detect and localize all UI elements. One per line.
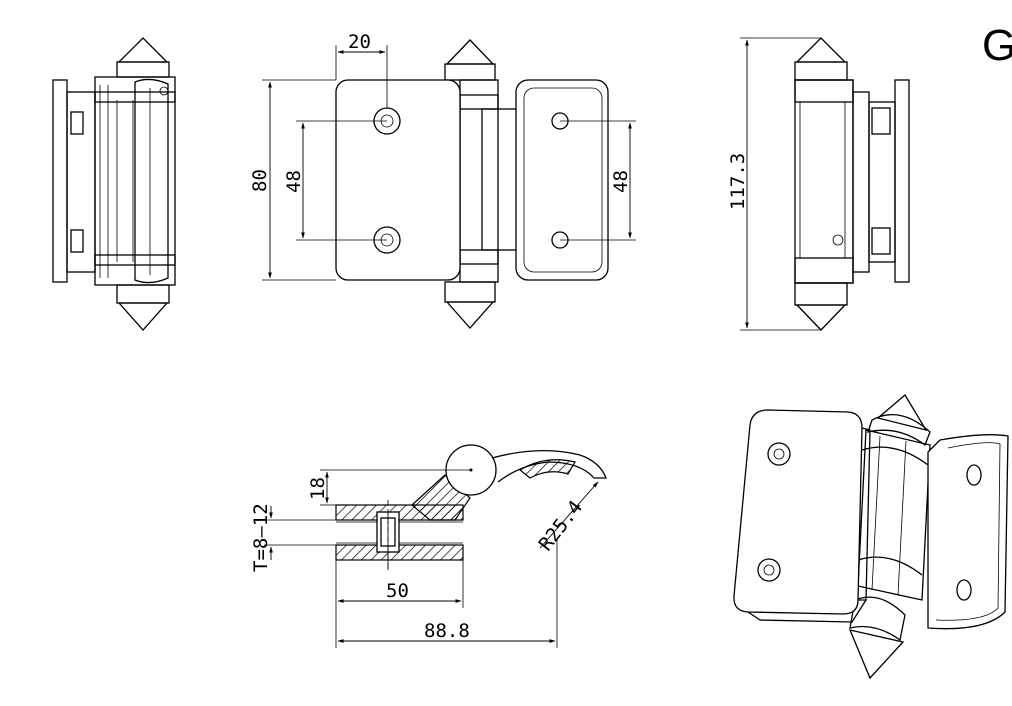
front-view: 20 80 48 48	[249, 31, 636, 329]
dim-hole-spacing-right: 48	[610, 170, 632, 193]
section-view: 18 T=8–12 R25.4 50 88.8	[250, 444, 607, 648]
dim-glass-thickness: T=8–12	[250, 503, 272, 572]
sheet-label: G	[982, 21, 1012, 70]
isometric-view	[733, 394, 1009, 680]
dim-plate-width: 50	[386, 580, 409, 602]
dim-overall-length: 88.8	[424, 620, 470, 642]
right-side-view: 117.3	[727, 37, 910, 331]
dim-hole-spacing-left: 48	[283, 170, 305, 193]
dim-height-total: 80	[249, 169, 271, 192]
dim-radius: R25.4	[535, 496, 588, 555]
dim-width-top: 20	[348, 31, 371, 53]
dim-pin-diameter: 18	[307, 477, 329, 500]
dim-overall-height: 117.3	[727, 153, 749, 210]
left-side-view	[52, 37, 176, 331]
